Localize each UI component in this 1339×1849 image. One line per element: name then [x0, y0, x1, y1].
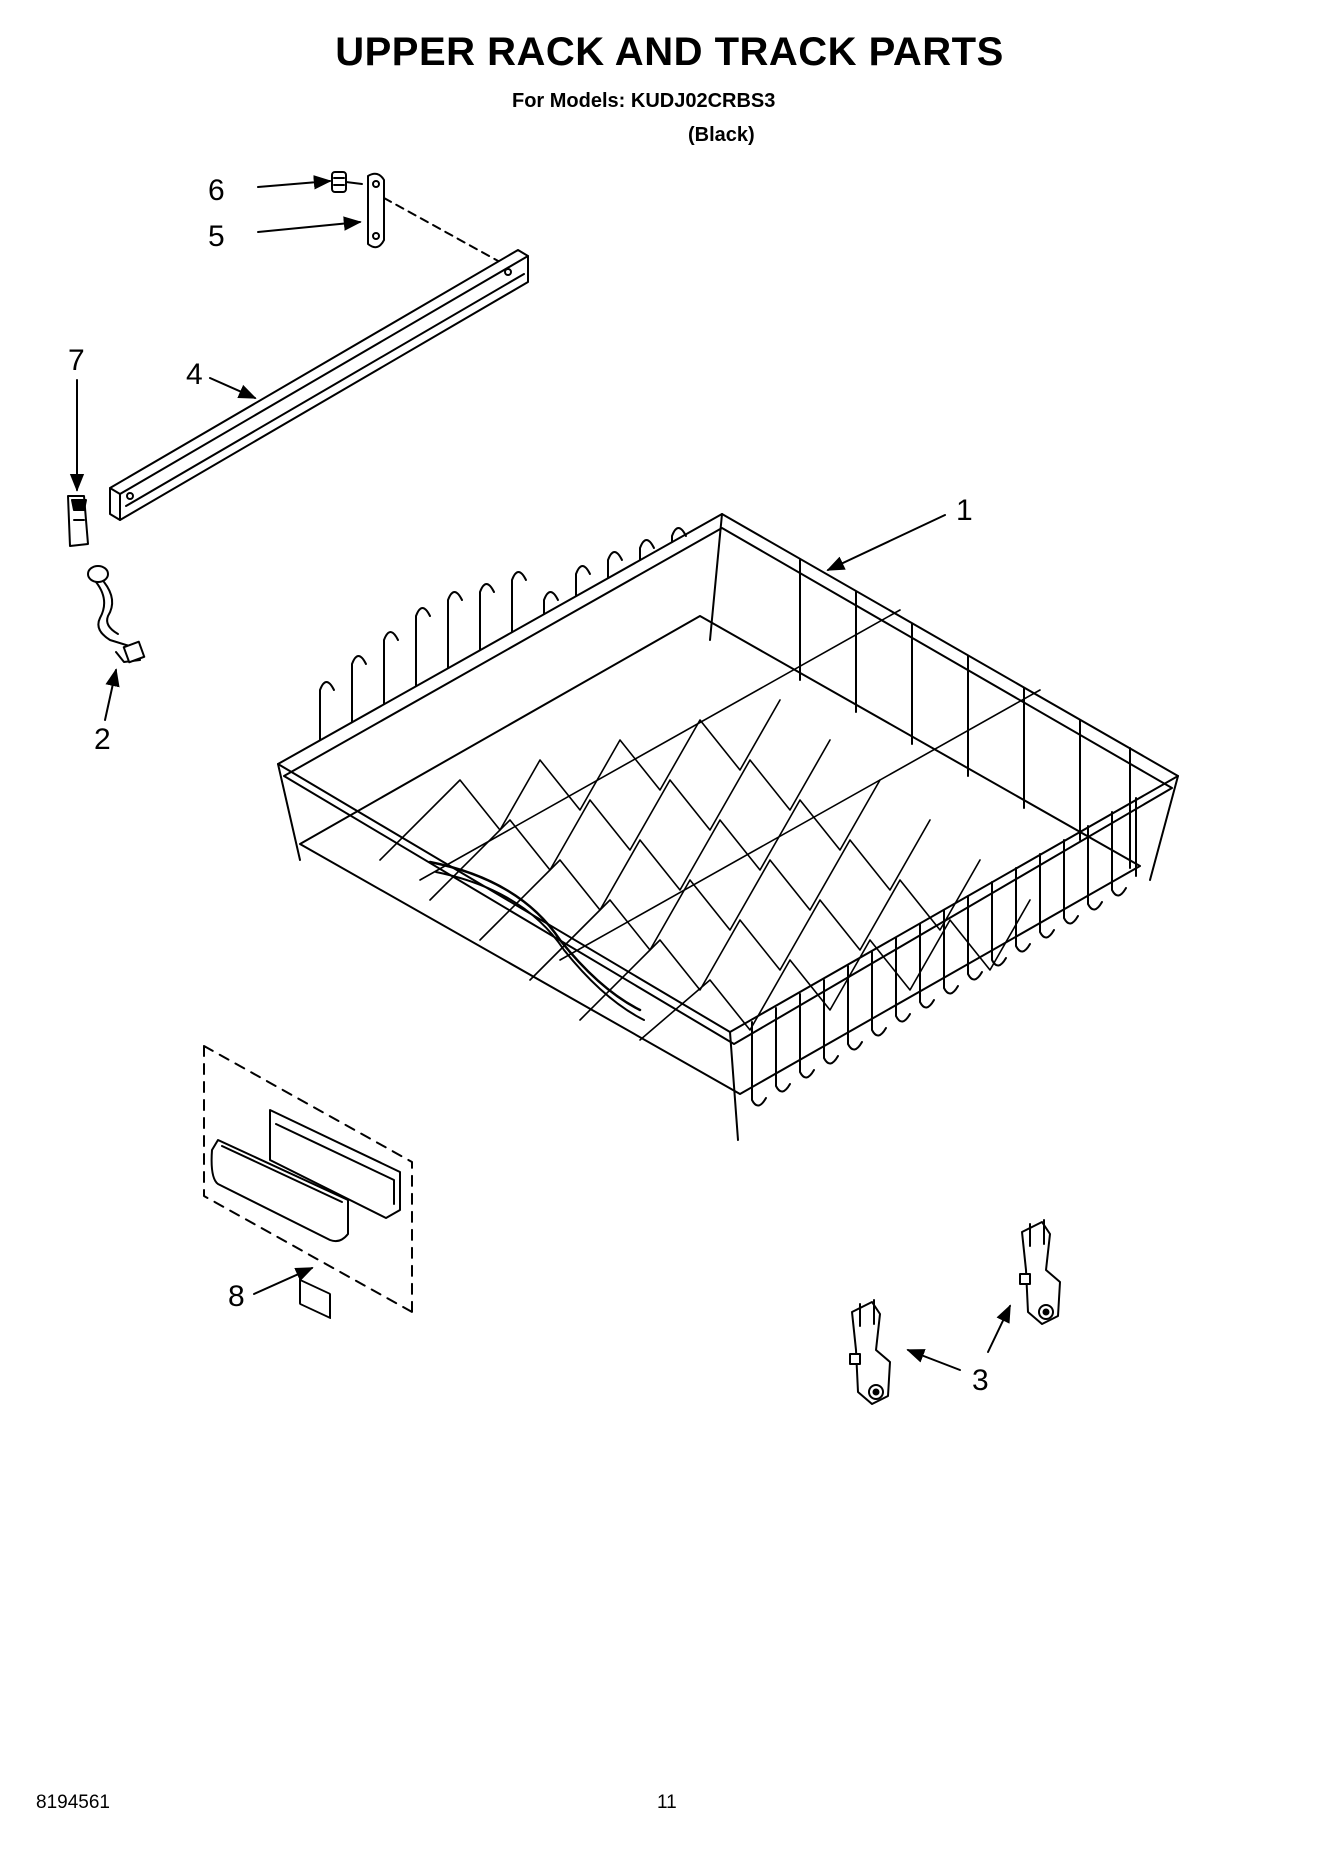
callout-2: 2: [94, 723, 111, 756]
arrow-1: [826, 514, 946, 571]
rack-front-wires: [751, 797, 1137, 1107]
arrow-3a: [906, 1349, 961, 1371]
document-number: 8194561: [36, 1792, 110, 1813]
callout-5: 5: [208, 220, 225, 253]
callout-1: 1: [956, 494, 973, 527]
arrow-6: [257, 175, 332, 190]
callout-4: 4: [186, 358, 203, 391]
rack-rear-tines: [319, 527, 687, 741]
rack-front-band: [428, 860, 642, 1012]
rack-interior-tines: [379, 609, 1041, 1041]
alignment-line: [383, 197, 501, 263]
arrow-8: [253, 1267, 314, 1295]
leader-arrows: [69, 175, 1011, 1371]
page-title: UPPER RACK AND TRACK PARTS: [335, 30, 1004, 74]
rack-right-wall: [799, 559, 1131, 869]
stop-part-2: [87, 565, 146, 664]
arrow-2: [104, 668, 120, 721]
arrow-4: [209, 377, 257, 399]
clip-part-7: [67, 495, 89, 547]
callout-7: 7: [68, 344, 85, 377]
arrow-5: [257, 216, 362, 233]
screw-part-6: [331, 171, 363, 193]
models-line: For Models: KUDJ02CRBS3: [512, 90, 776, 112]
callout-3: 3: [972, 1364, 989, 1397]
handle-part-8: [203, 1045, 413, 1319]
roller-part-3-a: [849, 1299, 891, 1405]
callout-6: 6: [208, 174, 225, 207]
roller-part-3-b: [1019, 1219, 1061, 1325]
color-line: (Black): [688, 124, 755, 146]
callout-8: 8: [228, 1280, 245, 1313]
arrow-3b: [987, 1304, 1011, 1353]
upper-rack-part-1: [277, 513, 1179, 1141]
page-number: 11: [657, 1792, 677, 1813]
track-rail-part-4: [109, 249, 529, 521]
strap-part-5: [367, 172, 385, 249]
